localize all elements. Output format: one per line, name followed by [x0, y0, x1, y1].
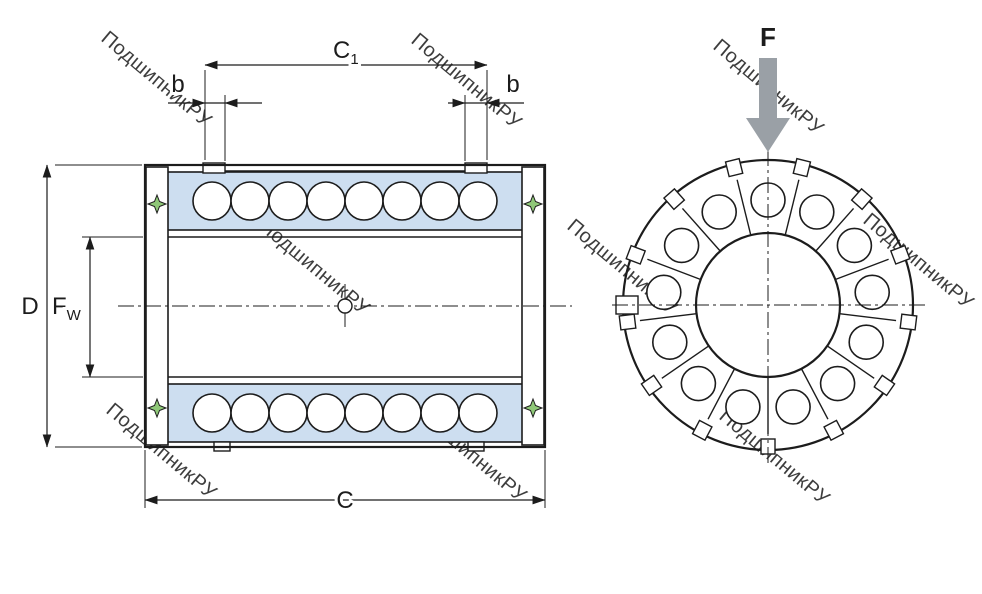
ball	[836, 227, 873, 264]
bottom-ball-row	[192, 393, 498, 433]
segment-line	[800, 368, 829, 420]
segment-line	[661, 345, 710, 379]
segment-line	[815, 207, 855, 252]
segment-line	[707, 368, 736, 420]
seal	[522, 397, 544, 419]
retaining-groove-right	[464, 162, 488, 174]
dim-b-left: b	[168, 68, 262, 161]
segment-notch	[889, 244, 911, 265]
dim-label-b-left: b	[171, 71, 184, 98]
force-arrow-head	[746, 118, 790, 152]
seals	[146, 193, 544, 419]
ball	[268, 393, 308, 433]
segment-notch	[792, 157, 812, 178]
retaining-groove-left	[202, 162, 226, 174]
ring-segments	[618, 157, 918, 455]
dim-label-c1: C1	[333, 37, 359, 68]
segment-line	[826, 345, 875, 379]
end-view: F	[612, 20, 928, 466]
segment-notch	[640, 374, 663, 397]
seal	[146, 193, 168, 215]
ball	[192, 393, 232, 433]
segment-notch	[873, 374, 896, 397]
dim-label-c: C	[336, 487, 353, 514]
ball	[458, 181, 498, 221]
force-arrow	[746, 58, 790, 152]
ball	[458, 393, 498, 433]
ball	[420, 181, 460, 221]
segment-notch	[662, 187, 686, 211]
ball	[382, 181, 422, 221]
dim-d: D	[18, 164, 142, 448]
dim-label-d: D	[21, 293, 38, 320]
segment-line	[681, 207, 721, 252]
ball	[651, 324, 688, 361]
segment-notch	[691, 419, 713, 442]
ball	[701, 194, 738, 230]
ball	[306, 181, 346, 221]
dim-c1: C1	[204, 34, 488, 160]
ball	[775, 389, 811, 425]
segment-notch	[625, 244, 647, 265]
segment-notch	[899, 313, 918, 331]
segment-line	[839, 312, 897, 322]
ball	[848, 324, 885, 361]
force-label: F	[760, 22, 776, 52]
dim-c: C	[144, 450, 546, 517]
seal	[522, 193, 544, 215]
dim-fw: FW	[49, 236, 143, 378]
ball	[192, 181, 232, 221]
ball	[230, 181, 270, 221]
ball	[819, 365, 856, 402]
ball	[854, 274, 891, 311]
side-view: C1 b b D	[18, 34, 572, 517]
dim-label-b-right: b	[506, 71, 519, 98]
segment-notch	[823, 419, 845, 442]
top-ball-row	[192, 181, 498, 221]
ball	[344, 393, 384, 433]
dim-label-fw: FW	[52, 293, 82, 324]
segment-line	[784, 179, 800, 236]
ball	[645, 274, 682, 311]
ball	[680, 365, 717, 402]
dim-b-right: b	[448, 68, 524, 161]
ball	[306, 393, 346, 433]
center-mark	[337, 298, 353, 314]
segment-line	[835, 258, 889, 281]
segment-notch	[618, 313, 637, 331]
segment-line	[736, 179, 752, 236]
ball	[344, 181, 384, 221]
ball	[725, 389, 761, 425]
watermark-text: ПодшипникРУ	[97, 27, 216, 132]
segment-line	[647, 258, 701, 281]
ball	[420, 393, 460, 433]
ball	[798, 194, 835, 230]
segment-line	[639, 312, 697, 322]
segment-notch	[724, 157, 744, 178]
force-arrow-shaft	[759, 58, 777, 118]
end-view-balls	[645, 182, 891, 425]
ball	[382, 393, 422, 433]
seal	[146, 397, 168, 419]
ball	[663, 227, 700, 264]
segment-notch	[850, 187, 874, 211]
ball	[268, 181, 308, 221]
ball	[230, 393, 270, 433]
